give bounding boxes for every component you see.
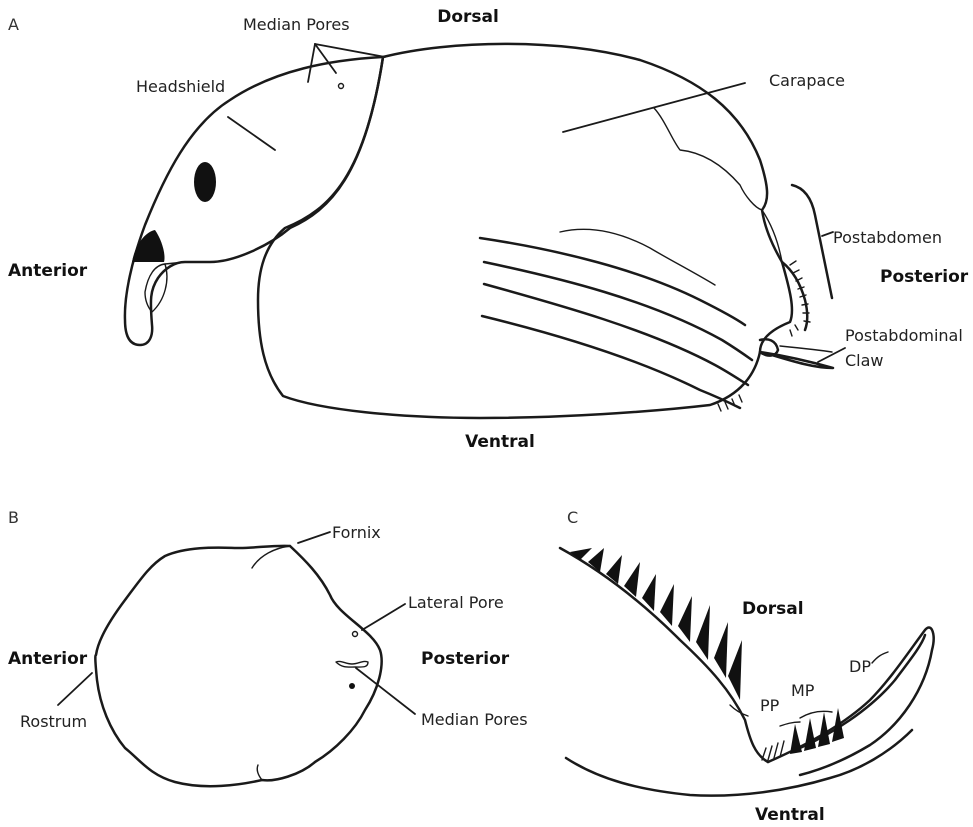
postabdominal-claw-label-line2: Claw — [845, 351, 884, 370]
panel-a-anterior-label: Anterior — [8, 261, 88, 281]
pp-pecten — [780, 722, 800, 726]
mp-label: MP — [791, 681, 815, 700]
pp-label: PP — [760, 696, 780, 715]
carapace-leader — [563, 83, 745, 132]
postabdomen-ventral-margin — [566, 730, 912, 796]
carapace-outline — [258, 44, 792, 418]
panel-b-letter: B — [8, 508, 19, 527]
dp-pecten — [872, 652, 888, 663]
panel-a: A — [8, 7, 969, 452]
postabdominal-claw-inner-c — [800, 635, 925, 748]
carapace-inner-boundary — [654, 108, 762, 210]
carapace-striation-1 — [480, 238, 745, 325]
postabdomen-leader — [822, 232, 833, 236]
headshield-label: Headshield — [136, 77, 225, 96]
panel-b: B Fornix Lateral Pore Median Pores Rostr… — [8, 508, 528, 786]
mp-pecten — [800, 711, 832, 718]
panel-b-anterior-label: Anterior — [8, 649, 88, 669]
rostrum-label: Rostrum — [20, 712, 87, 731]
posterior-notch — [257, 765, 262, 780]
median-pore-dot-icon — [349, 683, 355, 689]
median-pores-leader-3 — [315, 44, 385, 57]
panel-c: C — [560, 508, 934, 825]
headshield-leader — [228, 117, 275, 150]
carapace-label: Carapace — [769, 71, 845, 90]
panel-a-posterior-label: Posterior — [880, 267, 969, 287]
lateral-pore-label: Lateral Pore — [408, 593, 504, 612]
median-pores-label: Median Pores — [243, 15, 350, 34]
median-pores-icon — [336, 661, 368, 667]
carapace-striation-2 — [484, 262, 752, 360]
median-pores-leader-1 — [308, 44, 315, 82]
panel-a-ventral-label: Ventral — [465, 432, 535, 452]
carapace-striation-3 — [484, 284, 748, 385]
median-pores-leader-2 — [315, 44, 336, 73]
lateral-pore-leader — [362, 604, 405, 630]
dp-label: DP — [849, 657, 871, 676]
fornix-leader — [298, 532, 330, 543]
panel-c-ventral-label: Ventral — [755, 805, 825, 825]
postabdominal-claw-label-line1: Postabdominal — [845, 326, 963, 345]
postabdominal-claw-inner — [780, 346, 832, 352]
panel-c-letter: C — [567, 508, 578, 527]
lateral-pore-icon — [353, 632, 358, 637]
median-pores-b-leader — [356, 668, 415, 714]
panel-c-dorsal-label: Dorsal — [742, 599, 804, 619]
dorsal-view-outline — [95, 546, 381, 786]
panel-a-letter: A — [8, 15, 19, 34]
panel-a-dorsal-label: Dorsal — [437, 7, 499, 27]
fornix-label: Fornix — [332, 523, 381, 542]
panel-b-posterior-label: Posterior — [421, 649, 510, 669]
compound-eye-icon — [194, 162, 216, 202]
fornix-notch — [252, 546, 290, 568]
headshield-outline — [125, 57, 383, 345]
median-pore-icon — [339, 84, 344, 89]
headshield-spine — [165, 262, 185, 264]
rostrum-leader — [58, 673, 92, 705]
median-pores-b-label: Median Pores — [421, 710, 528, 729]
postabdomen-label: Postabdomen — [833, 228, 942, 247]
